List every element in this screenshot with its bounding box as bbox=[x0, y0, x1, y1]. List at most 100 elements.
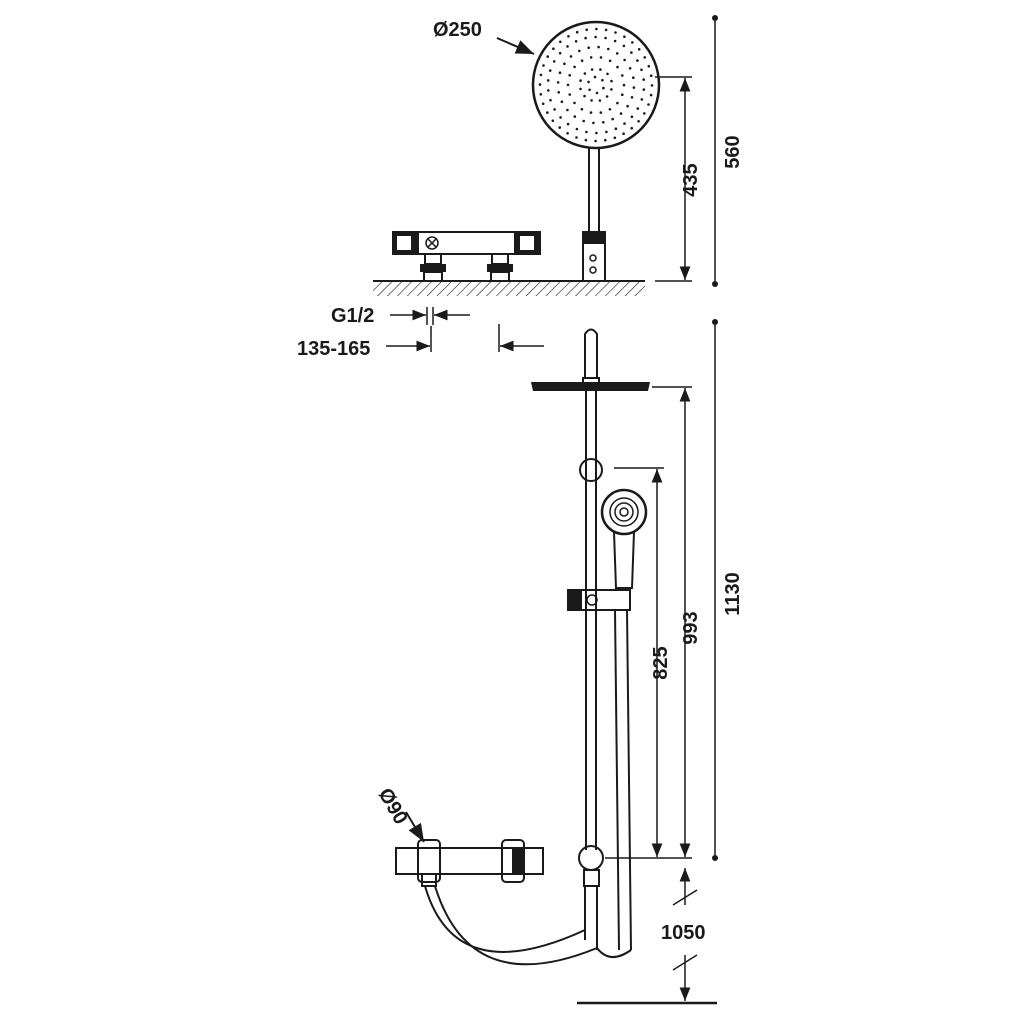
nozzle-dot bbox=[649, 93, 653, 97]
nozzle-dot bbox=[649, 74, 653, 77]
nozzle-dot bbox=[589, 111, 593, 114]
nozzle-dot bbox=[549, 98, 552, 102]
nozzle-dot bbox=[607, 47, 610, 51]
nozzle-dot bbox=[579, 87, 582, 91]
nozzle-dot bbox=[636, 107, 640, 110]
nozzle-dot bbox=[647, 64, 651, 68]
nozzle-dot bbox=[637, 48, 641, 51]
nozzle-dot bbox=[599, 111, 603, 114]
nozzle-dot bbox=[614, 127, 618, 130]
nozzle-dot bbox=[594, 35, 597, 39]
inlet-centers-label: 135-165 bbox=[297, 338, 370, 360]
nozzle-dot bbox=[566, 122, 570, 126]
shower-head-nozzles bbox=[538, 27, 654, 143]
nozzle-dot bbox=[622, 83, 626, 87]
nozzle-dot bbox=[611, 117, 614, 121]
hand-shower bbox=[600, 488, 648, 589]
nozzle-dot bbox=[568, 74, 571, 77]
front-elevation-view: Ø90 825 993 1130 1050 bbox=[374, 319, 744, 1005]
nozzle-dot bbox=[626, 104, 629, 108]
nozzle-dot bbox=[621, 74, 624, 77]
nozzle-dot bbox=[573, 65, 576, 69]
nozzle-dot bbox=[551, 119, 555, 122]
nozzle-dot bbox=[610, 88, 613, 91]
nozzle-dot bbox=[623, 35, 626, 38]
head-height-560-label: 560 bbox=[722, 135, 744, 168]
nozzle-dot bbox=[597, 45, 600, 49]
nozzle-dot bbox=[616, 65, 619, 69]
nozzle-dot bbox=[628, 67, 632, 70]
shower-hose bbox=[424, 885, 586, 953]
nozzle-dot bbox=[589, 56, 593, 59]
nozzle-dot bbox=[560, 100, 564, 103]
nozzle-dot bbox=[569, 55, 573, 58]
nozzle-dot bbox=[574, 40, 578, 43]
overhead-shower-head bbox=[531, 20, 661, 150]
nozzle-dot bbox=[643, 56, 646, 59]
nozzle-dot bbox=[578, 49, 581, 53]
nozzle-dot bbox=[546, 111, 549, 114]
nozzle-dot bbox=[566, 132, 569, 135]
nozzle-dot bbox=[558, 71, 562, 74]
mixer-diameter-label: Ø90 bbox=[374, 785, 412, 829]
nozzle-dot bbox=[598, 99, 602, 102]
nozzle-dot bbox=[546, 79, 550, 82]
nozzle-dot bbox=[602, 121, 605, 124]
nozzle-dot bbox=[650, 84, 654, 87]
nozzle-dot bbox=[599, 56, 603, 59]
nozzle-dot bbox=[585, 28, 588, 32]
nozzle-dot bbox=[575, 127, 579, 131]
nozzle-dot bbox=[582, 119, 585, 123]
nozzle-dot bbox=[585, 130, 588, 134]
nozzle-dot bbox=[573, 101, 576, 105]
nozzle-dot bbox=[643, 112, 646, 115]
nozzle-dot bbox=[602, 86, 605, 90]
nozzle-dot bbox=[568, 93, 571, 96]
nozzle-dot bbox=[552, 47, 555, 50]
nozzle-dot bbox=[630, 126, 633, 130]
nozzle-dot bbox=[556, 81, 560, 84]
nozzle-dot bbox=[605, 130, 608, 134]
nozzle-dot bbox=[566, 83, 570, 87]
nozzle-dot bbox=[558, 51, 562, 55]
hand-shower-height-label: 825 bbox=[650, 646, 672, 679]
nozzle-dot bbox=[630, 115, 634, 119]
nozzle-dot bbox=[541, 102, 545, 106]
nozzle-dot bbox=[593, 75, 597, 79]
nozzle-dot bbox=[640, 68, 643, 72]
nozzle-dot bbox=[608, 59, 612, 63]
nozzle-dot bbox=[642, 78, 645, 81]
mixer-to-floor-label: 1050 bbox=[661, 922, 706, 944]
nozzle-dot bbox=[595, 131, 598, 135]
nozzle-dot bbox=[575, 30, 579, 34]
nozzle-dot bbox=[559, 40, 562, 44]
nozzle-dot bbox=[546, 55, 549, 58]
nozzle-dot bbox=[642, 88, 646, 91]
nozzle-dot bbox=[632, 76, 635, 79]
nozzle-dot bbox=[604, 36, 607, 40]
nozzle-dot bbox=[630, 51, 633, 54]
nozzle-dot bbox=[552, 60, 556, 63]
nozzle-dot bbox=[538, 83, 542, 86]
nozzle-dot bbox=[548, 69, 552, 72]
nozzle-dot bbox=[588, 88, 591, 92]
nozzle-dot bbox=[587, 46, 590, 49]
nozzle-dot bbox=[604, 28, 608, 32]
nozzle-dot bbox=[559, 116, 562, 119]
mixer-side-view bbox=[392, 231, 541, 282]
column-total-height-label: 1130 bbox=[722, 572, 744, 615]
nozzle-dot bbox=[640, 98, 644, 101]
nozzle-dot bbox=[580, 107, 584, 111]
nozzle-dot bbox=[575, 136, 578, 139]
nozzle-dot bbox=[563, 62, 566, 66]
nozzle-dot bbox=[590, 68, 594, 71]
nozzle-dot bbox=[583, 72, 587, 75]
nozzle-dot bbox=[601, 78, 604, 82]
nozzle-dot bbox=[621, 93, 624, 96]
head-height-435-label: 435 bbox=[680, 163, 702, 196]
nozzle-dot bbox=[579, 79, 582, 82]
nozzle-dot bbox=[590, 99, 593, 102]
nozzle-dot bbox=[594, 139, 597, 143]
nozzle-dot bbox=[637, 120, 640, 123]
